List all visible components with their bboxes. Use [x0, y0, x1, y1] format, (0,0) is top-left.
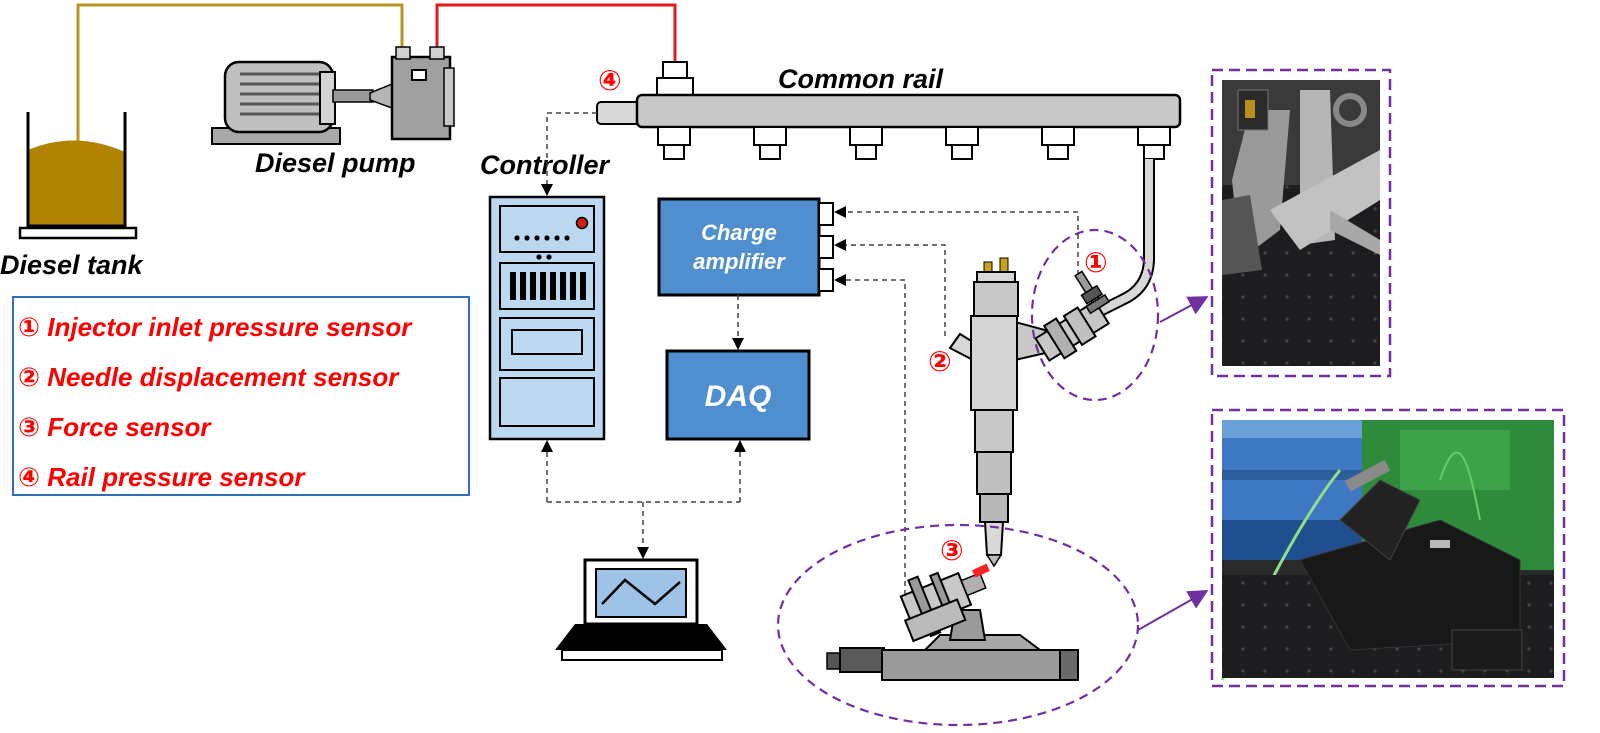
legend-item-force-sensor: ③ Force sensor — [18, 412, 211, 442]
marker-4: ④ — [598, 65, 622, 96]
injector-inlet-highlight — [1030, 228, 1160, 402]
arrow-to-photo-1 — [1159, 296, 1209, 323]
diesel-pump-label: Diesel pump — [255, 148, 416, 178]
diesel-tank — [18, 112, 138, 240]
charge-amplifier — [657, 197, 834, 297]
daq-box — [665, 349, 811, 441]
controller-label: Controller — [480, 150, 610, 180]
sensor-legend: ① Injector inlet pressure sensor ② Needl… — [12, 296, 470, 496]
diesel-tank-label: Diesel tank — [0, 250, 145, 280]
injector — [948, 257, 1111, 568]
controller-cabinet — [488, 195, 606, 441]
legend-item-rail-pressure-sensor: ④ Rail pressure sensor — [18, 462, 305, 492]
force-sensor-highlight — [776, 523, 1140, 727]
signal-lines — [541, 112, 1079, 595]
charge-amplifier-label-line2: amplifier — [693, 249, 786, 274]
common-rail — [596, 61, 1182, 160]
high-pressure-line — [435, 3, 677, 62]
fuel-supply-line — [76, 3, 404, 150]
arrow-to-photo-2 — [1137, 590, 1209, 631]
laptop — [555, 558, 727, 661]
common-rail-label: Common rail — [778, 64, 944, 94]
legend-item-needle-displacement-sensor: ② Needle displacement sensor — [18, 362, 399, 392]
marker-2: ② — [928, 346, 952, 377]
marker-3: ③ — [940, 535, 964, 566]
force-sensor-fixture — [826, 563, 1079, 681]
marker-1: ① — [1084, 247, 1108, 278]
photo-injector-inlet — [1222, 80, 1380, 366]
legend-item-injector-inlet-pressure-sensor: ① Injector inlet pressure sensor — [18, 312, 412, 342]
photo-force-sensor-fixture — [1220, 420, 1554, 681]
diesel-pump — [211, 46, 455, 145]
daq-label: DAQ — [705, 380, 772, 413]
charge-amplifier-label-line1: Charge — [701, 220, 777, 245]
